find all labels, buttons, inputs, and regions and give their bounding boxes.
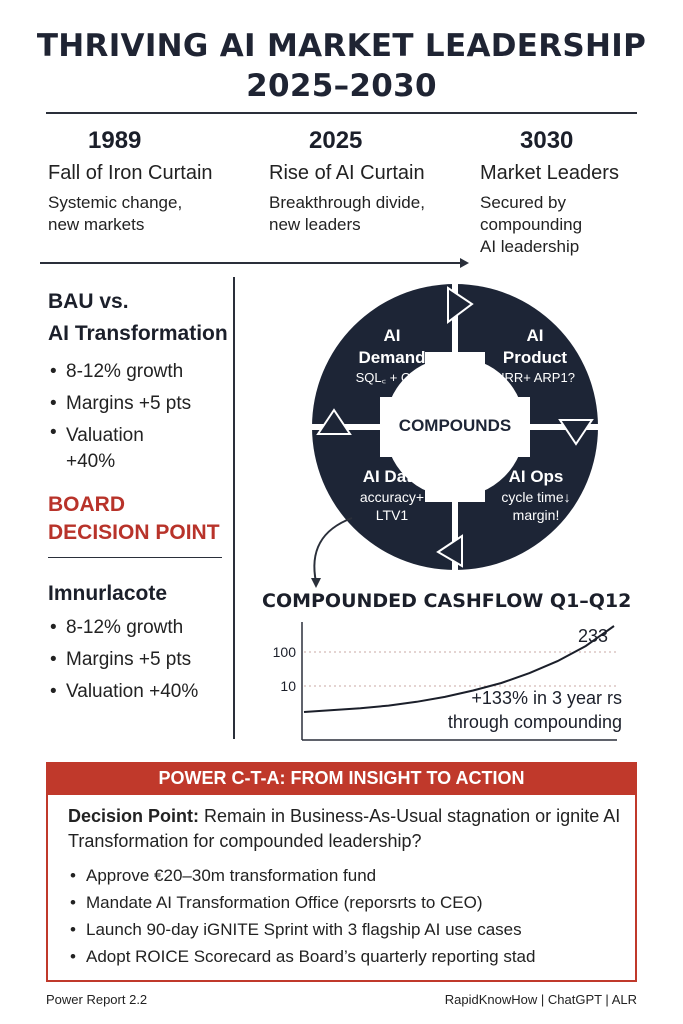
cta-header: POWER C-T-A: FROM INSIGHT TO ACTION (46, 762, 637, 795)
cycle-arrowhead (447, 286, 474, 324)
timeline-arrow (40, 258, 469, 268)
list-item: Margins +5 pts (48, 388, 228, 420)
page-title: THRIVING AI MARKET LEADERSHIP 2025–2030 (0, 26, 683, 106)
y-tick-label: 100 (273, 644, 297, 660)
cta-question: Decision Point: Remain in Business-As-Us… (68, 804, 628, 854)
cta-action-list: Approve €20–30m transformation fund Mand… (68, 862, 633, 970)
list-item: 8-12% growth (48, 612, 228, 644)
list-item: Margins +5 pts (48, 644, 228, 676)
timeline-description: Systemic change, new markets (48, 193, 183, 234)
cycle-node-ops: AI Ops cycle time↓ margin! (501, 467, 571, 523)
title-line-1: THRIVING AI MARKET LEADERSHIP (36, 28, 647, 64)
timeline-year: 2025 (309, 127, 363, 154)
list-item: Valuation +40% (48, 676, 228, 708)
section-divider (48, 557, 222, 558)
list-item: Launch 90-day iGNITE Sprint with 3 flags… (68, 916, 633, 943)
bau-title: BAU vs. AI Transformation (48, 290, 228, 345)
list-item: 8-12% growth (48, 356, 228, 388)
cta-question-bold: Decision Point: (68, 806, 200, 826)
end-value-label: 233 (578, 626, 609, 646)
timeline-heading: Fall of Iron Curtain (48, 162, 213, 184)
compounds-cycle-diagram (300, 282, 620, 582)
cycle-center-label: COMPOUNDS (398, 416, 512, 435)
title-line-2: 2025–2030 (246, 68, 437, 104)
y-tick-label: 10 (280, 678, 296, 694)
cashflow-chart: 100 10 (273, 622, 617, 741)
list-item: Valuation +40% (48, 420, 228, 475)
footer-right: RapidKnowHow | ChatGPT | ALR (444, 992, 637, 1007)
y-tick-labels: 100 10 (273, 644, 297, 694)
timeline-item-1989: 1989 Fall of Iron Curtain Systemic chang… (48, 126, 248, 236)
list-item: Approve €20–30m transformation fund (68, 862, 633, 889)
grid (304, 651, 617, 687)
cycle-ring (312, 284, 598, 570)
curved-arrow (311, 517, 353, 588)
imm-section: Imnurlacote 8-12% growth Margins +5 pts … (48, 578, 228, 708)
imm-title: Imnurlacote (48, 582, 168, 605)
board-decision-point: BOARD DECISION POINT (48, 493, 220, 544)
timeline-year: 3030 (520, 127, 574, 154)
series-line (303, 625, 615, 713)
cycle-node-data: AI Data accuracy+ LTV1 (359, 467, 425, 523)
bau-bullets: 8-12% growth Margins +5 pts Valuation +4… (48, 356, 228, 475)
imm-bullets: 8-12% growth Margins +5 pts Valuation +4… (48, 612, 228, 708)
title-divider (46, 112, 637, 114)
cycle-arrowhead (436, 534, 463, 568)
cashflow-note: +133% in 3 year rs through compounding (447, 688, 622, 732)
list-item: Adopt ROICE Scorecard as Board’s quarter… (68, 943, 633, 970)
column-divider (233, 277, 235, 739)
timeline-item-3030: 3030 Market Leaders Secured by compoundi… (480, 126, 640, 258)
timeline-heading: Rise of AI Curtain (269, 162, 425, 184)
bau-section: BAU vs. AI Transformation 8-12% growth M… (48, 286, 228, 547)
cycle-node-demand: AI Demand SQL꜀ + CAC (355, 326, 429, 385)
cycle-arrowhead (558, 419, 594, 446)
footer-left: Power Report 2.2 (46, 992, 148, 1007)
timeline-description: Breakthrough divide, new leaders (269, 193, 425, 234)
timeline-item-2025: 2025 Rise of AI Curtain Breakthrough div… (269, 126, 469, 236)
cta-question-text: Remain in Business-As-Usual stagnation o… (68, 806, 621, 851)
timeline-description: Secured by compounding AI leadership (480, 193, 583, 256)
timeline-heading: Market Leaders (480, 162, 619, 184)
cashflow-title: COMPOUNDED CASHFLOW Q1–Q12 (262, 590, 632, 612)
cycle-node-product: AI Product NRR+ ARP1? (495, 326, 575, 385)
timeline-year: 1989 (88, 127, 142, 154)
cycle-arrowhead (316, 408, 352, 435)
list-item: Mandate AI Transformation Office (repors… (68, 889, 633, 916)
